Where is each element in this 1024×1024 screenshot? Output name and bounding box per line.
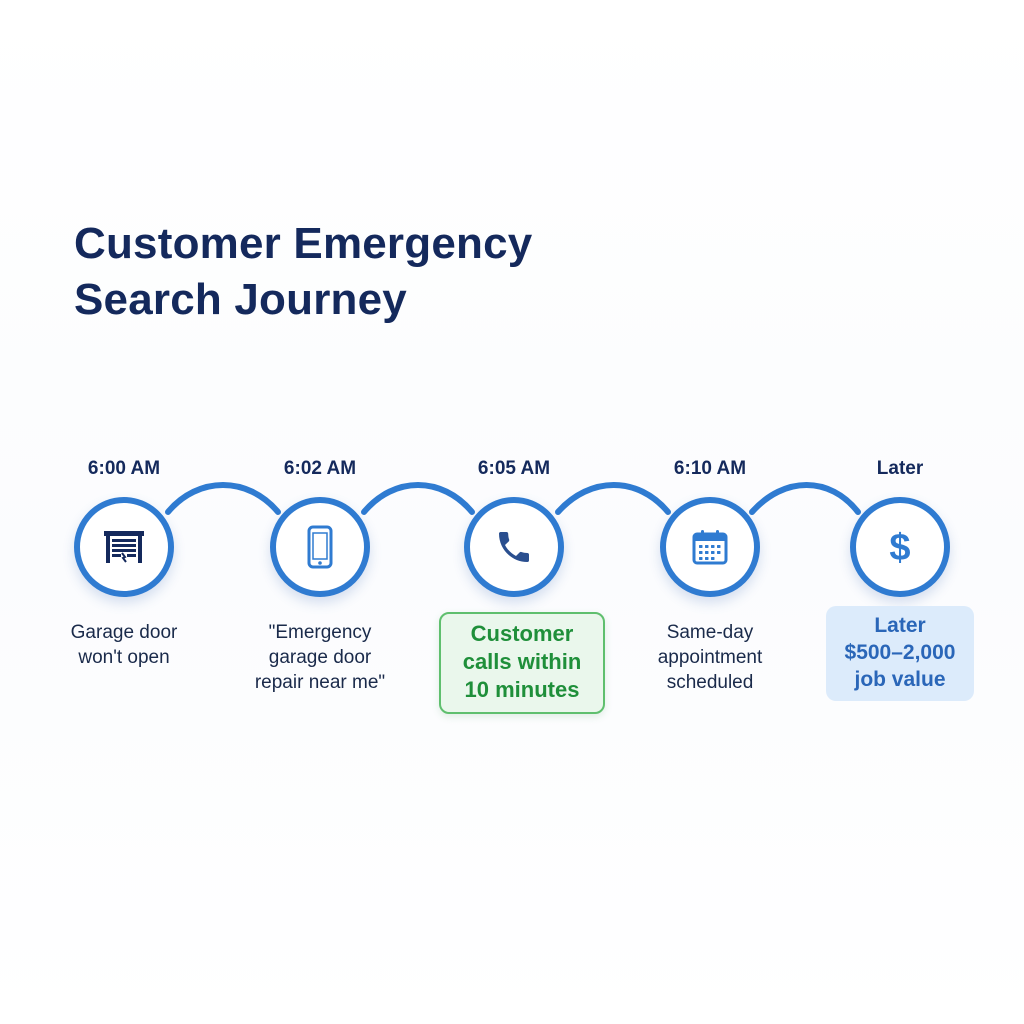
- step-icon-circle: $: [850, 497, 950, 597]
- step-time: 6:02 AM: [283, 458, 357, 479]
- step-description-line: $500–2,000: [844, 641, 956, 664]
- step-description-line: Garage door: [70, 622, 178, 643]
- step-description-line: repair near me": [254, 672, 386, 693]
- step-description-line: "Emergency: [268, 622, 372, 643]
- step-description-line: Customer: [470, 621, 574, 646]
- step-description-line: Same-day: [666, 622, 754, 643]
- step-description-line: calls within: [462, 649, 582, 674]
- calendar-icon: [692, 530, 728, 565]
- timeline-step-5: Later $ Later $500–2,000 job value: [800, 456, 1000, 716]
- step-description: Garage door won't open: [24, 620, 224, 670]
- timeline-step-2: 6:02 AM "Emergency garage door repair ne…: [220, 456, 420, 716]
- step-description-line: 10 minutes: [464, 677, 580, 702]
- highlight-box-green: Customer calls within 10 minutes: [439, 612, 605, 714]
- svg-text:$: $: [889, 527, 910, 569]
- step-time: 6:00 AM: [87, 458, 161, 479]
- title-line-1: Customer Emergency: [74, 219, 533, 268]
- title-line-2: Search Journey: [74, 275, 407, 324]
- garage-door-icon: [104, 531, 144, 563]
- step-description-line: won't open: [78, 647, 170, 668]
- page-title: Customer Emergency Search Journey: [74, 216, 532, 328]
- step-description-line: scheduled: [666, 672, 754, 693]
- step-icon-circle: [74, 497, 174, 597]
- highlight-box-blue: Later $500–2,000 job value: [826, 606, 974, 701]
- step-icon-circle: [464, 497, 564, 597]
- timeline-step-1: 6:00 AM Garage door won't open: [24, 456, 224, 716]
- step-icon-circle: [270, 497, 370, 597]
- timeline-step-4: 6:10 AM: [610, 456, 810, 716]
- step-time: Later: [876, 458, 924, 479]
- step-description: "Emergency garage door repair near me": [220, 620, 420, 695]
- step-time: 6:10 AM: [673, 458, 747, 479]
- timeline-step-3: 6:05 AM Customer calls within 10 minutes: [414, 456, 614, 716]
- step-icon-circle: [660, 497, 760, 597]
- step-description: Same-day appointment scheduled: [610, 620, 810, 695]
- step-description-line: appointment: [657, 647, 763, 668]
- step-description-line: garage door: [268, 647, 372, 668]
- step-time: 6:05 AM: [477, 458, 551, 479]
- phone-icon: [499, 532, 529, 562]
- step-description-line: Later: [874, 614, 926, 637]
- smartphone-icon: [307, 525, 333, 569]
- step-description-line: job value: [854, 668, 946, 691]
- dollar-icon: $: [889, 527, 910, 569]
